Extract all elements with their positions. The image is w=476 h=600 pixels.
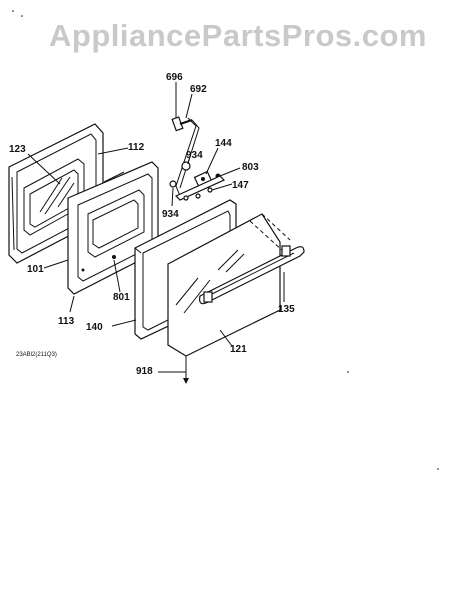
watermark: AppliancePartsPros.com <box>49 18 427 53</box>
callout-934-lower: 934 <box>162 209 179 220</box>
callout-112: 112 <box>128 142 145 153</box>
diagram-code: 23ABl2(211Q3) <box>16 352 57 358</box>
door-handle <box>199 245 305 305</box>
callout-140: 140 <box>86 322 103 333</box>
leader-lines <box>27 82 285 384</box>
callout-101: 101 <box>27 264 44 275</box>
callout-696: 696 <box>166 72 183 83</box>
callout-144: 144 <box>215 138 232 149</box>
callout-918: 918 <box>136 366 153 377</box>
callout-121: 121 <box>230 344 247 355</box>
callout-692: 692 <box>190 84 207 95</box>
callout-135: 135 <box>278 304 295 315</box>
callout-123: 123 <box>9 144 26 155</box>
callout-147: 147 <box>232 180 249 191</box>
callout-113: 113 <box>58 316 75 327</box>
callout-934-upper: 934 <box>186 150 203 161</box>
callout-801: 801 <box>113 292 130 303</box>
callout-803: 803 <box>242 162 259 173</box>
